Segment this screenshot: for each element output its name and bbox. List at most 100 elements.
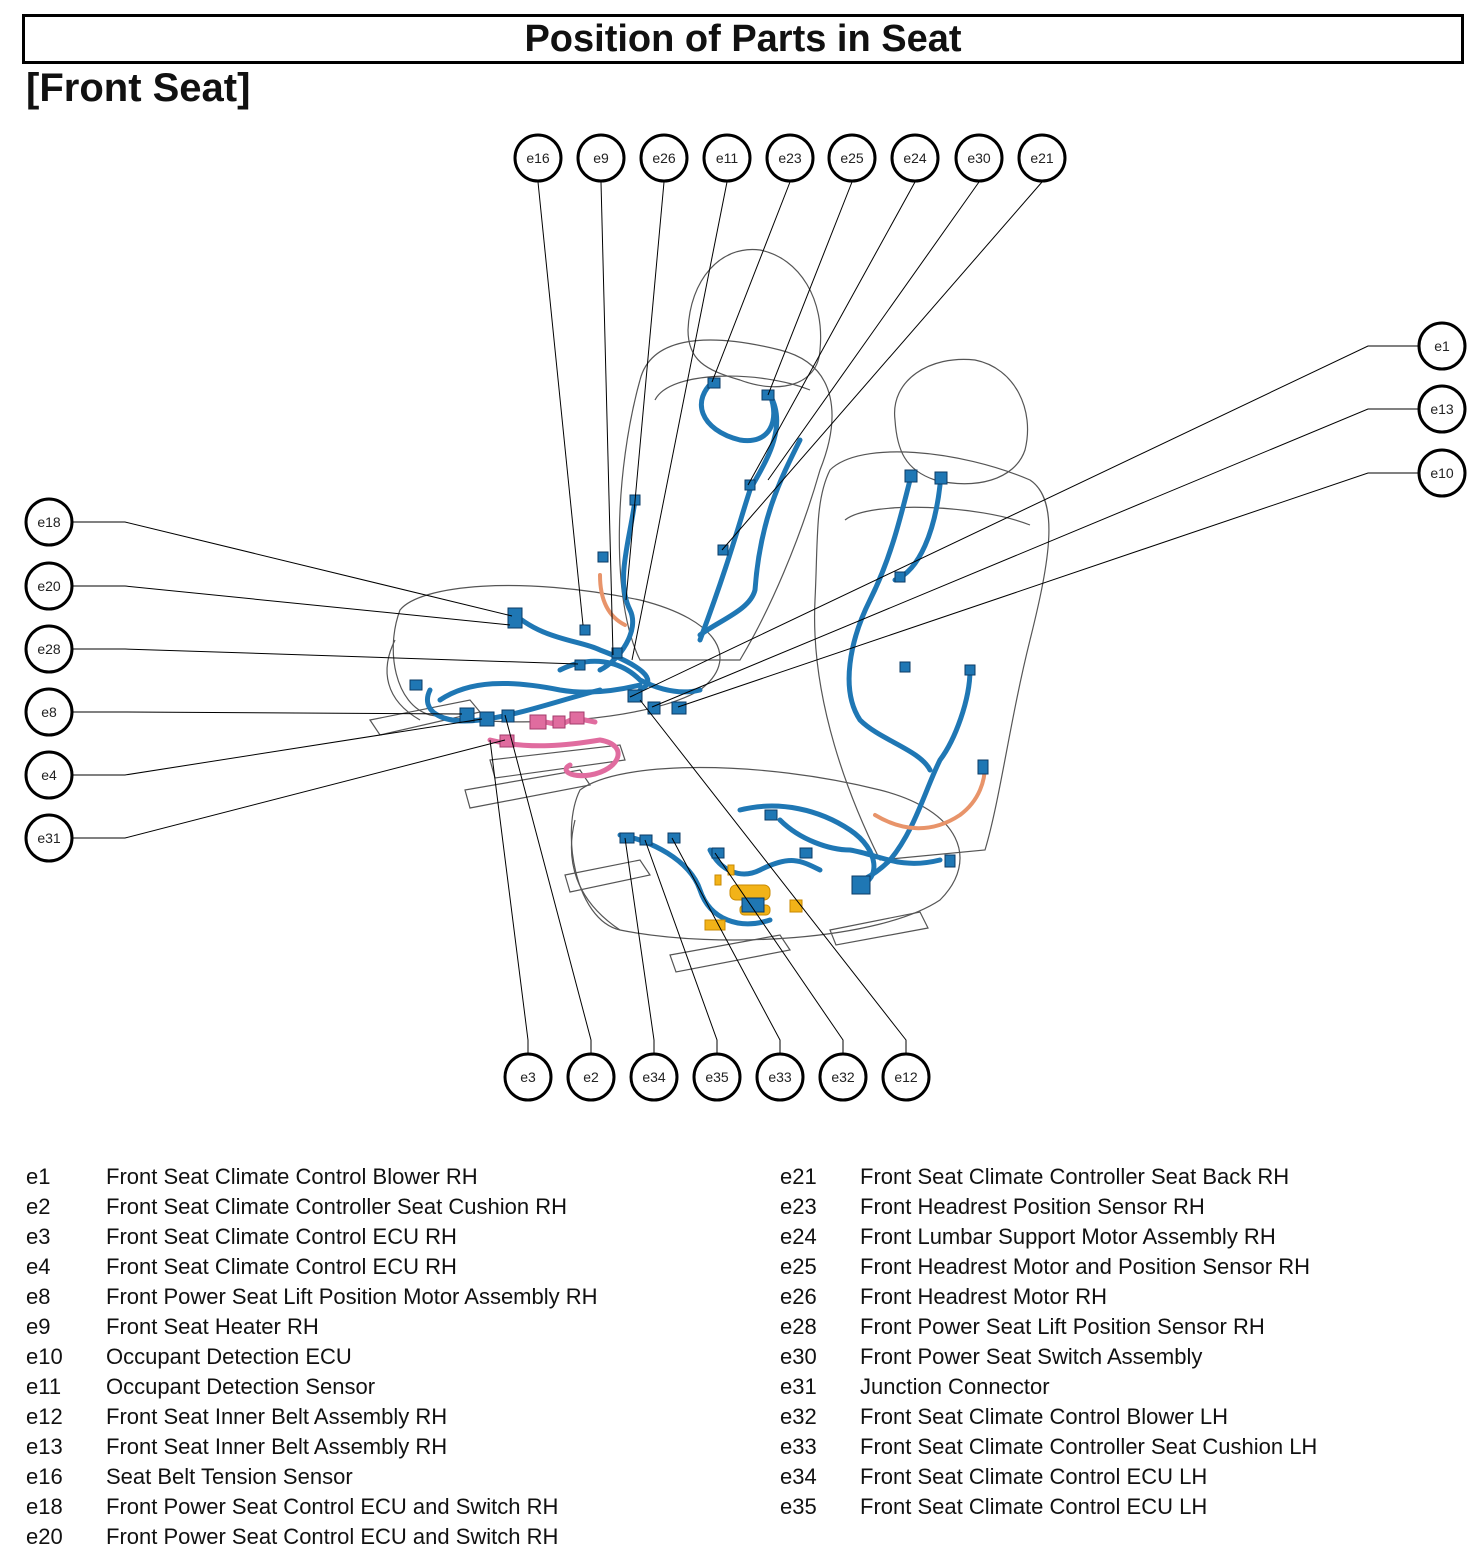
- legend-name: Front Power Seat Switch Assembly: [860, 1344, 1203, 1369]
- legend-name: Front Power Seat Lift Position Motor Ass…: [106, 1284, 598, 1309]
- legend-name: Front Power Seat Control ECU and Switch …: [106, 1524, 559, 1549]
- left-seatback-outline: [618, 339, 833, 661]
- callout-e25: e25: [827, 133, 877, 183]
- harness-wiring: [425, 377, 973, 927]
- legend-code: e9: [26, 1314, 51, 1339]
- legend-code: e1: [26, 1164, 51, 1189]
- legend-code: e13: [26, 1434, 63, 1459]
- harness-left-lower-2: [437, 680, 643, 703]
- legend-code: e24: [780, 1224, 817, 1249]
- callout-top-row: e16 e9 e26 e11 e23 e25 e24 e30 e21: [513, 133, 1067, 183]
- callout-e33: e33: [755, 1052, 805, 1102]
- legend-row: e30 Front Power Seat Switch Assembly: [780, 1342, 1317, 1372]
- legend-row: e10 Occupant Detection ECU: [26, 1342, 598, 1372]
- right-headrest-outline: [894, 358, 1029, 485]
- legend-code: e10: [26, 1344, 63, 1369]
- callout-e30: e30: [954, 133, 1004, 183]
- legend-code: e30: [780, 1344, 817, 1369]
- callout-label: e3: [520, 1069, 536, 1085]
- legend-name: Front Seat Climate Control ECU LH: [860, 1464, 1208, 1489]
- legend-code: e25: [780, 1254, 817, 1279]
- legend-row: e20 Front Power Seat Control ECU and Swit…: [26, 1522, 598, 1552]
- legend-name: Front Seat Climate Control ECU RH: [106, 1224, 457, 1249]
- callout-label: e4: [41, 767, 57, 783]
- callout-label: e9: [593, 150, 609, 166]
- harness-left-main: [507, 607, 651, 693]
- pink-harness: [487, 715, 621, 779]
- legend-code: e34: [780, 1464, 817, 1489]
- callout-label: e32: [831, 1069, 855, 1085]
- callout-label: e33: [768, 1069, 792, 1085]
- callout-label: e30: [967, 150, 991, 166]
- legend-row: e9 Front Seat Heater RH: [26, 1312, 598, 1342]
- callout-e2: e2: [566, 1052, 616, 1102]
- callout-e8: e8: [24, 687, 74, 737]
- right-cushion-front: [570, 819, 621, 931]
- legend-code: e4: [26, 1254, 51, 1279]
- legend-name: Front Seat Inner Belt Assembly RH: [106, 1434, 448, 1459]
- callout-label: e26: [652, 150, 676, 166]
- legend-name: Front Power Seat Lift Position Sensor RH: [860, 1314, 1265, 1339]
- callout-e13: e13: [1417, 384, 1467, 434]
- connectors: [409, 377, 989, 913]
- harness-right-side: [855, 667, 973, 885]
- harness-left-center: [597, 497, 638, 673]
- callout-e26: e26: [639, 133, 689, 183]
- legend-row: e1 Front Seat Climate Control Blower RH: [26, 1162, 598, 1192]
- legend-name: Seat Belt Tension Sensor: [106, 1464, 353, 1489]
- legend-name: Front Seat Inner Belt Assembly RH: [106, 1404, 448, 1429]
- callout-label: e21: [1030, 150, 1054, 166]
- legend-code: e35: [780, 1494, 817, 1519]
- left-rail-2: [464, 769, 592, 809]
- callout-e32: e32: [818, 1052, 868, 1102]
- orange-harness: [598, 573, 987, 831]
- legend-name: Front Seat Climate Control ECU RH: [106, 1254, 457, 1279]
- left-rail-3: [489, 744, 626, 779]
- legend-row: e34 Front Seat Climate Control ECU LH: [780, 1462, 1317, 1492]
- legend-code: e11: [26, 1374, 62, 1399]
- callout-e11: e11: [702, 133, 752, 183]
- page-title: Position of Parts in Seat: [524, 17, 962, 60]
- callout-e4: e4: [24, 750, 74, 800]
- callout-left-column: e18 e20 e28 e8 e4 e31: [24, 497, 74, 863]
- callout-label: e34: [642, 1069, 666, 1085]
- legend-name: Junction Connector: [860, 1374, 1050, 1399]
- callout-label: e8: [41, 704, 57, 720]
- legend-row: e35 Front Seat Climate Control ECU LH: [780, 1492, 1317, 1522]
- callout-label: e24: [903, 150, 927, 166]
- legend-name: Front Seat Climate Control Blower RH: [106, 1164, 478, 1189]
- right-rail-1: [564, 859, 651, 893]
- legend-code: e3: [26, 1224, 51, 1249]
- legend-code: e26: [780, 1284, 817, 1309]
- callout-label: e10: [1430, 465, 1454, 481]
- legend-code: e20: [26, 1524, 63, 1549]
- legend-name: Front Seat Climate Control ECU LH: [860, 1494, 1208, 1519]
- legend-name: Front Seat Heater RH: [106, 1314, 319, 1339]
- legend-name: Front Lumbar Support Motor Assembly RH: [860, 1224, 1276, 1249]
- legend-row: e3 Front Seat Climate Control ECU RH: [26, 1222, 598, 1252]
- legend-name: Occupant Detection ECU: [106, 1344, 352, 1369]
- title-box: Position of Parts in Seat: [22, 14, 1464, 64]
- legend-code: e23: [780, 1194, 817, 1219]
- callout-e10: e10: [1417, 448, 1467, 498]
- legend-name: Front Headrest Motor and Position Sensor…: [860, 1254, 1310, 1279]
- legend-code: e18: [26, 1494, 63, 1519]
- seat-outlines: [369, 248, 1050, 973]
- legend-name: Occupant Detection Sensor: [106, 1374, 376, 1399]
- harness-right-back: [846, 477, 933, 773]
- legend-name: Front Seat Climate Controller Seat Cushi…: [106, 1194, 567, 1219]
- callout-bottom-row: e3 e2 e34 e35 e33 e32 e12: [503, 1052, 931, 1102]
- callout-label: e11: [716, 150, 739, 166]
- callout-e28: e28: [24, 624, 74, 674]
- callout-label: e16: [526, 150, 550, 166]
- legend-row: e24 Front Lumbar Support Motor Assembly R…: [780, 1222, 1317, 1252]
- callout-label: e23: [778, 150, 802, 166]
